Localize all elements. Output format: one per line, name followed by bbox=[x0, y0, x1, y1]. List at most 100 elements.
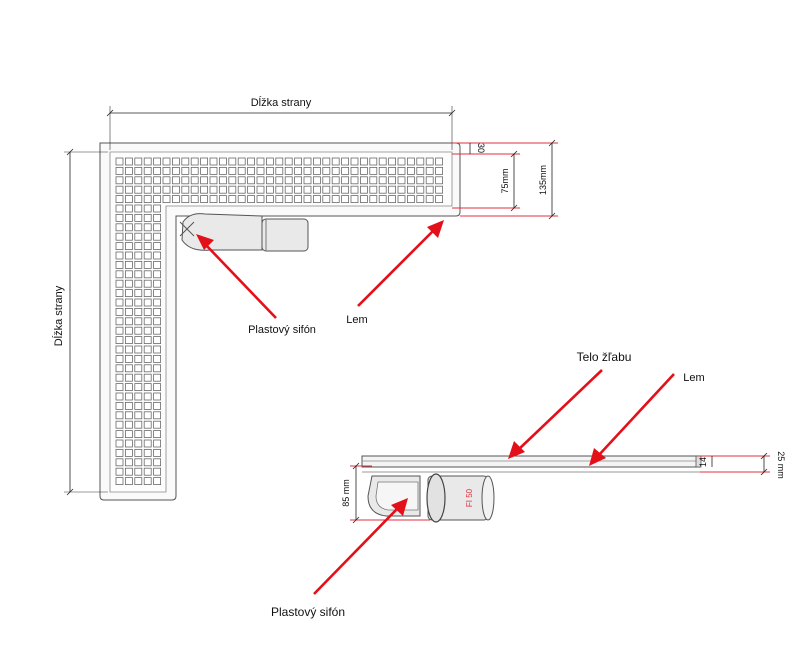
drain-body-label: Telo žľabu bbox=[577, 350, 632, 364]
grate-cell bbox=[265, 157, 274, 166]
grate-cell bbox=[115, 411, 124, 420]
grate-cell bbox=[153, 289, 162, 298]
grate-cell bbox=[125, 373, 133, 382]
grate-cell bbox=[143, 270, 152, 279]
grate-cell bbox=[247, 176, 256, 185]
grate-cell bbox=[162, 195, 171, 204]
grate-cell bbox=[181, 176, 190, 185]
grate-cell bbox=[153, 430, 162, 439]
grate-cell bbox=[350, 166, 359, 175]
rim-top-label: Lem bbox=[346, 314, 367, 326]
grate-cell bbox=[143, 157, 152, 166]
grate-cell bbox=[425, 195, 434, 204]
grate-cell bbox=[143, 260, 152, 269]
grate-cell bbox=[294, 176, 303, 185]
grate-cell bbox=[275, 176, 284, 185]
dim-75: 75mm bbox=[500, 168, 510, 193]
grate-cell bbox=[378, 166, 387, 175]
grate-cell bbox=[397, 176, 406, 185]
grate-cell bbox=[331, 195, 340, 204]
grate-cell bbox=[153, 317, 162, 326]
grate-cell bbox=[416, 166, 425, 175]
grate-cell bbox=[125, 298, 133, 307]
grate-cell bbox=[218, 185, 227, 194]
grate-cell bbox=[125, 213, 133, 222]
grate-cell bbox=[115, 270, 124, 279]
grate-cell bbox=[143, 354, 152, 363]
grate-cell bbox=[200, 166, 209, 175]
grate-cell bbox=[369, 185, 378, 194]
grate-cell bbox=[228, 176, 237, 185]
grate-cell bbox=[134, 420, 143, 429]
grate-cell bbox=[153, 326, 162, 335]
grate-cell bbox=[153, 401, 162, 410]
grate-cell bbox=[378, 195, 387, 204]
grate-cell bbox=[134, 345, 143, 354]
grate-cell bbox=[341, 157, 350, 166]
dimension-85: 85 mm bbox=[341, 462, 430, 524]
grate-cell bbox=[134, 279, 143, 288]
grate-cell bbox=[416, 185, 425, 194]
grate-cell bbox=[115, 439, 124, 448]
grate-cell bbox=[406, 185, 415, 194]
grate-cell bbox=[331, 185, 340, 194]
grate-cell bbox=[125, 336, 133, 345]
grate-cell bbox=[190, 157, 199, 166]
grate-cell bbox=[162, 185, 171, 194]
pipe-diameter-label: FI 50 bbox=[465, 488, 474, 507]
grate-cell bbox=[143, 373, 152, 382]
grate-cell bbox=[435, 195, 444, 204]
grate-cell bbox=[143, 279, 152, 288]
grate-cell bbox=[115, 166, 124, 175]
grate-cell bbox=[143, 420, 152, 429]
grate-cell bbox=[378, 176, 387, 185]
grate-vertical bbox=[115, 204, 162, 486]
grate-cell bbox=[435, 176, 444, 185]
grate-cell bbox=[228, 195, 237, 204]
grate-cell bbox=[134, 401, 143, 410]
dimension-right: 30 75mm 135mm bbox=[452, 139, 558, 220]
grate-cell bbox=[284, 157, 293, 166]
grate-cell bbox=[134, 477, 143, 486]
grate-cell bbox=[406, 195, 415, 204]
siphon-side-view: FI 50 bbox=[367, 473, 495, 523]
grate-cell bbox=[143, 458, 152, 467]
grate-cell bbox=[284, 185, 293, 194]
grate-cell bbox=[218, 157, 227, 166]
grate-cell bbox=[265, 195, 274, 204]
grate-cell bbox=[256, 166, 265, 175]
grate-cell bbox=[397, 185, 406, 194]
grate-cell bbox=[134, 251, 143, 260]
grate-cell bbox=[190, 166, 199, 175]
grate-cell bbox=[284, 166, 293, 175]
grate-cell bbox=[397, 195, 406, 204]
grate-cell bbox=[378, 157, 387, 166]
grate-cell bbox=[228, 157, 237, 166]
grate-cell bbox=[350, 176, 359, 185]
top-length-label: Dĺžka strany bbox=[251, 96, 312, 109]
grate-cell bbox=[181, 157, 190, 166]
grate-cell bbox=[171, 195, 180, 204]
grate-cell bbox=[190, 195, 199, 204]
grate-cell bbox=[265, 166, 274, 175]
grate-cell bbox=[125, 289, 133, 298]
grate-cell bbox=[115, 213, 124, 222]
grate-cell bbox=[247, 157, 256, 166]
grate-cell bbox=[153, 336, 162, 345]
grate-cell bbox=[322, 157, 331, 166]
dim-14: 14 bbox=[698, 457, 708, 467]
grate-cell bbox=[115, 383, 124, 392]
dim-85: 85 mm bbox=[341, 479, 351, 507]
grate-cell bbox=[200, 176, 209, 185]
arrow-siphon-top: Plastový sifón bbox=[196, 234, 316, 336]
grate-cell bbox=[125, 458, 133, 467]
grate-cell bbox=[237, 185, 246, 194]
grate-cell bbox=[284, 195, 293, 204]
grate-cell bbox=[312, 157, 321, 166]
grate-cell bbox=[125, 279, 133, 288]
grate-cell bbox=[115, 401, 124, 410]
side-length-label: Dĺžka strany bbox=[52, 285, 65, 346]
grate-cell bbox=[143, 213, 152, 222]
